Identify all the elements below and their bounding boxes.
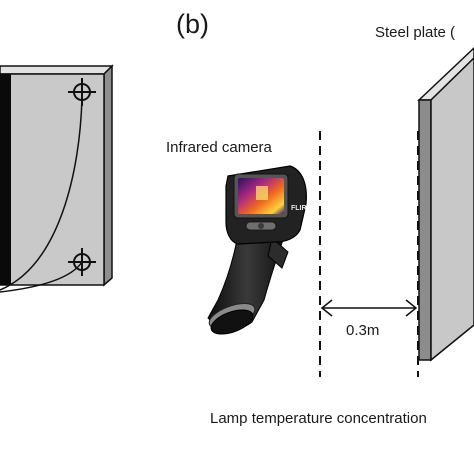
steel-plate-front-face bbox=[430, 56, 474, 362]
steel-plate bbox=[417, 46, 474, 362]
left-plate-front-face bbox=[0, 73, 105, 286]
sensor-wire bbox=[0, 97, 83, 291]
infrared-camera-illustration: FLIR bbox=[207, 165, 307, 335]
steel-plate-label: Steel plate ( bbox=[375, 24, 455, 41]
crosshair-sensor-icon bbox=[68, 78, 96, 106]
left-plate-side-face bbox=[103, 64, 113, 287]
panel-label: (b) bbox=[176, 9, 209, 39]
camera-lens bbox=[210, 309, 254, 335]
camera-screen-spot bbox=[256, 186, 268, 200]
camera-button bbox=[258, 223, 264, 229]
camera-trigger bbox=[267, 237, 289, 269]
left-plate-top-face bbox=[0, 65, 114, 75]
crosshair-sensor-icon bbox=[68, 248, 96, 276]
infrared-camera-label: Infrared camera bbox=[166, 139, 273, 156]
left-plate-assembly bbox=[0, 64, 114, 293]
left-plate-dark-strip bbox=[0, 74, 11, 285]
caption-label: Lamp temperature concentration bbox=[210, 410, 427, 427]
camera-brand-label: FLIR bbox=[291, 205, 307, 212]
steel-plate-side-face bbox=[418, 99, 432, 361]
distance-label: 0.3m bbox=[346, 322, 379, 339]
distance-arrow bbox=[320, 299, 418, 317]
sensor-wire-lower bbox=[0, 261, 83, 293]
